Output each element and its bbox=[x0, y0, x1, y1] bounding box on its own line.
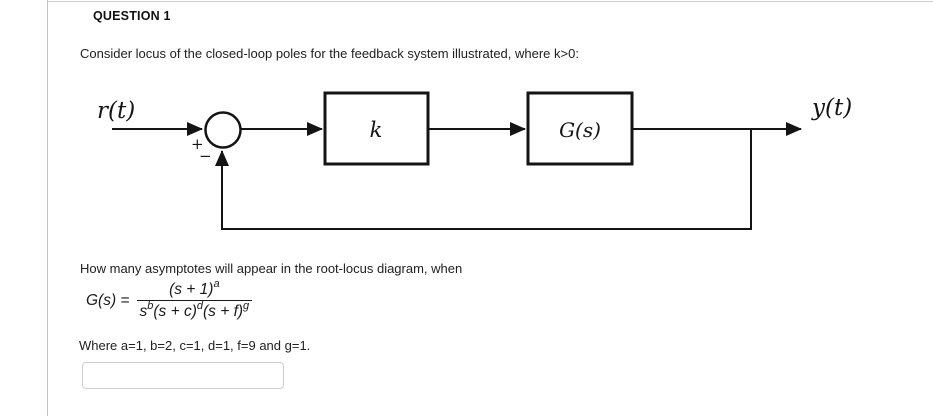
denominator-term1-exponent: d bbox=[196, 300, 203, 313]
denominator-term2: (s + f) bbox=[203, 303, 244, 321]
numerator-exponent: a bbox=[213, 277, 220, 290]
gain-block bbox=[323, 91, 430, 166]
denominator-s: s bbox=[139, 303, 148, 321]
denominator-s-exponent: b bbox=[147, 300, 154, 313]
denominator-term1: (s + c) bbox=[153, 303, 197, 321]
answer-input[interactable] bbox=[82, 362, 284, 389]
question-number-label: QUESTION 1 bbox=[93, 9, 171, 23]
sum-plus-sign: + bbox=[191, 135, 204, 153]
sum-minus-sign: − bbox=[199, 147, 212, 165]
question-text: How many asymptotes will appear in the r… bbox=[80, 261, 463, 276]
plant-block bbox=[526, 91, 634, 166]
numerator-base: (s + 1) bbox=[169, 281, 214, 298]
summing-junction bbox=[204, 111, 242, 149]
transfer-function-formula: G(s) = (s + 1)a sb(s + c)d(s + f)g bbox=[86, 277, 253, 322]
feedback-block-diagram: r(t) + − k G(s) y(t) bbox=[97, 91, 852, 230]
formula-denominator: sb(s + c)d(s + f)g bbox=[136, 300, 253, 321]
output-signal-label: y(t) bbox=[811, 95, 852, 121]
plant-block-label: G(s) bbox=[559, 118, 601, 142]
content-top-divider bbox=[48, 1, 933, 2]
formula-lhs: G(s) = bbox=[86, 291, 130, 309]
denominator-term2-exponent: g bbox=[243, 300, 250, 313]
feedback-path bbox=[215, 129, 752, 230]
formula-fraction: (s + 1)a sb(s + c)d(s + f)g bbox=[136, 277, 253, 322]
formula-numerator: (s + 1)a bbox=[161, 277, 227, 300]
content-left-divider bbox=[47, 0, 48, 416]
question-prompt: Consider locus of the closed-loop poles … bbox=[80, 46, 579, 61]
gain-block-label: k bbox=[370, 118, 383, 142]
parameter-values-text: Where a=1, b=2, c=1, d=1, f=9 and g=1. bbox=[79, 338, 311, 353]
input-signal-label: r(t) bbox=[97, 98, 135, 124]
